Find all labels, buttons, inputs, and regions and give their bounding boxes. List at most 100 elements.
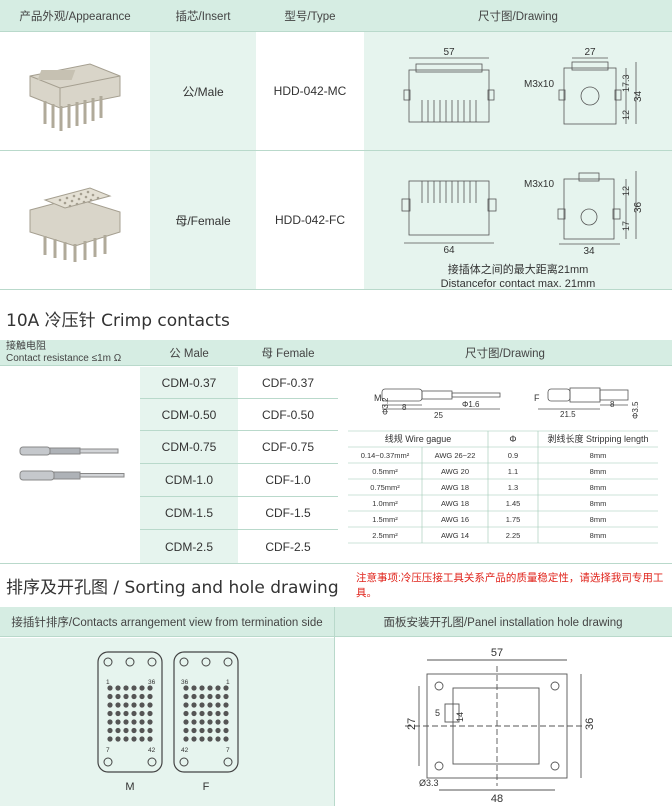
contact-dot: [191, 702, 197, 708]
contact-dot: [147, 693, 153, 700]
contact-dot: [191, 727, 197, 734]
wire-mm2: 2.5mm²: [372, 531, 398, 540]
contact-dot: [215, 736, 221, 742]
contact-dot: [107, 685, 113, 691]
crimp-female-5: CDF-2.5: [238, 530, 338, 563]
contact-dot: [215, 710, 221, 717]
contact-dot: [191, 710, 197, 717]
crimp-header-drawing: 尺寸图/Drawing: [338, 340, 672, 366]
header-insert: 插芯/Insert: [150, 0, 256, 32]
crimp-contact-image: [19, 446, 125, 481]
contact-dot: [115, 702, 121, 708]
wire-awg: AWG 14: [441, 531, 469, 540]
contact-dot: [115, 685, 121, 691]
contact-dot: [147, 685, 153, 691]
wire-mm2: 0.5mm²: [372, 467, 398, 476]
contact-dot: [223, 736, 229, 742]
contact-dot: [183, 693, 189, 700]
type-female: HDD-042-FC: [256, 151, 364, 289]
drawing-male: 57 27 M3x10 17.3 34 12: [364, 32, 672, 150]
header-appearance: 产品外观/Appearance: [0, 0, 150, 32]
contact-dot: [223, 702, 229, 708]
drawing-female: 64 34 M3x10 12 36 17 接插体之间的最大距离21mm Dist…: [364, 151, 672, 289]
dim-h3-f: 17: [621, 221, 631, 231]
crimp-female-4: CDF-1.5: [238, 497, 338, 530]
m-label: M: [374, 393, 382, 403]
hole-w-inner: 48: [491, 793, 503, 805]
contact-dot: [147, 736, 153, 742]
contact-dot: [215, 693, 221, 700]
dim-width: 57: [443, 47, 455, 58]
contact-dot: [183, 702, 189, 708]
wire-head-phi: Φ: [509, 434, 516, 444]
wire-mm2: 1.0mm²: [372, 499, 398, 508]
female-pin-42: 42: [181, 747, 189, 754]
crimp-header-female: 母 Female: [238, 340, 338, 366]
insert-male: 公/Male: [150, 32, 256, 150]
contact-dot: [139, 710, 145, 717]
m-d2: Φ1.6: [462, 400, 480, 409]
contact-dot: [147, 727, 153, 734]
female-pin-1: 1: [226, 679, 230, 686]
contact-dot: [199, 702, 205, 708]
contact-dot: [215, 685, 221, 691]
contact-dot: [123, 685, 129, 691]
contact-dot: [199, 693, 205, 700]
contact-dot: [183, 719, 189, 725]
wire-awg: AWG 26~22: [435, 451, 476, 460]
panel-hole-cell: 57 48 36 27 5 14 Ø3.3: [335, 638, 672, 806]
female-label: F: [203, 781, 210, 793]
contact-dot: [123, 710, 129, 717]
contact-dot: [191, 736, 197, 742]
panel-hole-drawing: 57 48 36 27 5 14 Ø3.3: [405, 647, 596, 805]
contact-dot: [199, 736, 205, 742]
dim-h1: 17.3: [621, 74, 631, 92]
contact-dot: [215, 702, 221, 708]
dim-screw-f: M3x10: [524, 179, 554, 190]
wire-head-gauge: 线规 Wire gague: [385, 433, 452, 444]
wire-strip: 8mm: [590, 483, 607, 492]
contact-dot: [183, 710, 189, 717]
dim-screw: M3x10: [524, 79, 554, 90]
contact-dot: [147, 710, 153, 717]
hole-slot2: 14: [455, 712, 465, 722]
contact-dot: [131, 736, 137, 742]
wire-mm2: 0.75mm²: [370, 483, 400, 492]
dim-width-f: 64: [443, 245, 455, 256]
contact-dot: [191, 693, 197, 700]
dim-depth: 27: [584, 47, 596, 58]
appearance-female: [0, 151, 150, 289]
contact-dot: [183, 685, 189, 691]
contact-dot: [207, 710, 213, 717]
contact-dot: [131, 685, 137, 691]
contacts-arrangement-drawing: 1 36 7 42 M 36 1 42 7 F: [97, 651, 239, 793]
female-pin-7: 7: [226, 747, 230, 754]
wire-phi: 1.45: [506, 499, 521, 508]
crimp-male-2: CDM-0.75: [140, 431, 238, 464]
male-pin-7: 7: [106, 747, 110, 754]
contact-dot: [215, 727, 221, 734]
crimp-contact-image-cell: [0, 367, 140, 563]
sorting-section-title: 排序及开孔图 / Sorting and hole drawing: [6, 578, 339, 598]
hole-slot: 5: [435, 708, 440, 718]
wire-head-strip: 剥线长度 Stripping length: [547, 433, 648, 444]
crimp-male-0: CDM-0.37: [140, 367, 238, 399]
contact-dot: [199, 710, 205, 717]
contact-dot: [223, 719, 229, 725]
contact-dot: [139, 727, 145, 734]
insert-female: 母/Female: [150, 151, 256, 289]
contact-dot: [223, 685, 229, 691]
contact-dot: [223, 727, 229, 734]
dim-h1-f: 12: [621, 186, 631, 196]
contact-dot: [215, 719, 221, 725]
contact-dot: [107, 693, 113, 700]
contact-dot: [207, 727, 213, 734]
contact-dot: [147, 702, 153, 708]
contact-dot: [107, 719, 113, 725]
wire-phi: 0.9: [508, 451, 518, 460]
header-drawing: 尺寸图/Drawing: [364, 0, 672, 32]
contact-dot: [147, 719, 153, 725]
hole-w-outer: 57: [491, 647, 503, 659]
wire-strip: 8mm: [590, 515, 607, 524]
contact-dot: [191, 685, 197, 691]
